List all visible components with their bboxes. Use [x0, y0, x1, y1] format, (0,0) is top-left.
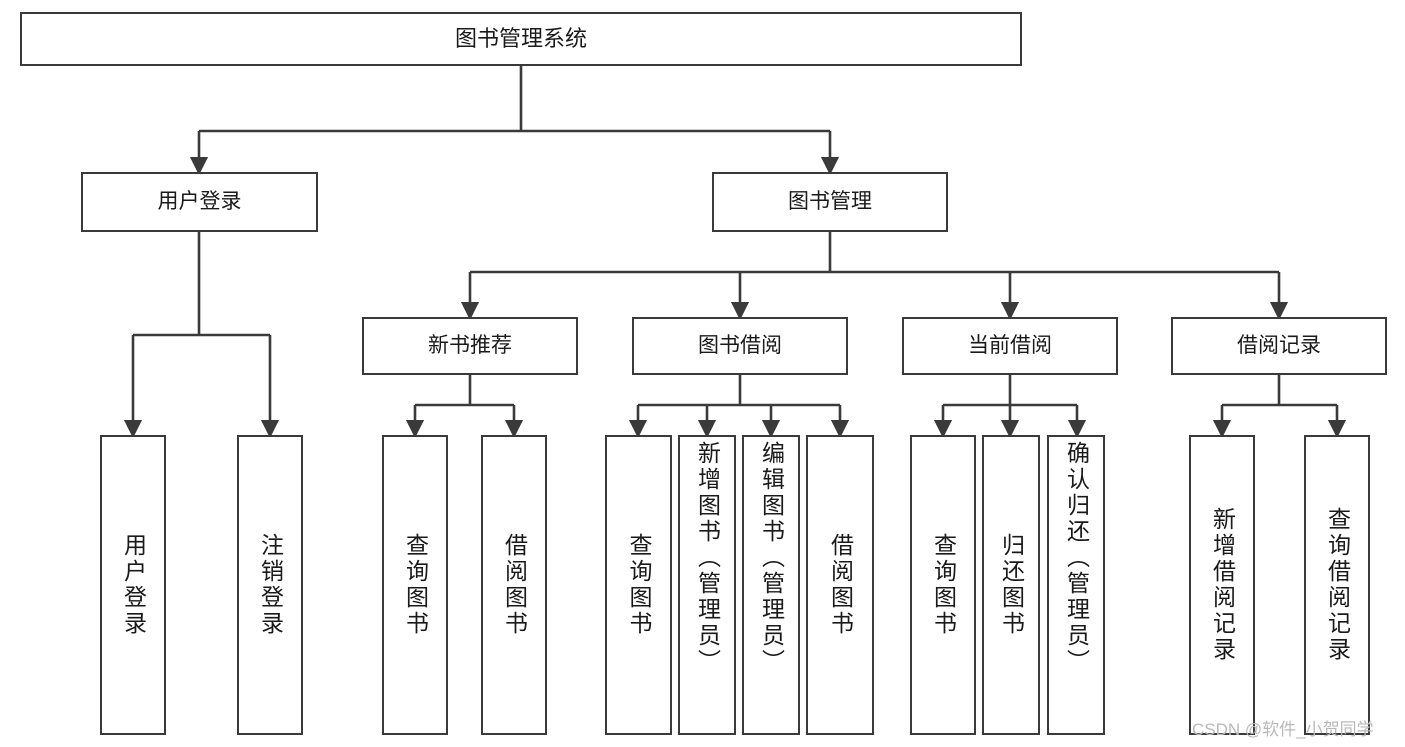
node-leaf-add-borrow-record[interactable]: 新增借阅记录 [1189, 435, 1255, 735]
node-label: 查询图书 [626, 533, 652, 637]
node-borrow-record[interactable]: 借阅记录 [1171, 317, 1387, 375]
node-label: 借阅记录 [1237, 334, 1321, 358]
node-leaf-query-book-borrow[interactable]: 查询图书 [605, 435, 672, 735]
node-label: 查询图书 [930, 533, 957, 637]
node-label: 注销登录 [257, 533, 284, 637]
node-library-management-system[interactable]: 图书管理系统 [20, 12, 1022, 66]
node-label: 新增图书（管理员） [694, 441, 721, 675]
node-leaf-confirm-return-admin[interactable]: 确认归还（管理员） [1047, 435, 1105, 735]
node-user-login[interactable]: 用户登录 [81, 172, 318, 232]
node-leaf-borrow-book[interactable]: 借阅图书 [806, 435, 874, 735]
node-label: 用户登录 [120, 533, 147, 637]
node-leaf-query-book-current[interactable]: 查询图书 [910, 435, 976, 735]
node-label: 编辑图书（管理员） [758, 441, 785, 675]
node-label: 图书管理系统 [454, 25, 587, 51]
node-label: 借阅图书 [827, 533, 854, 637]
node-label: 新书推荐 [428, 334, 512, 358]
node-leaf-borrow-book-recommend[interactable]: 借阅图书 [481, 435, 547, 735]
node-label: 归还图书 [998, 533, 1025, 637]
node-book-borrow[interactable]: 图书借阅 [632, 317, 848, 375]
node-leaf-user-login[interactable]: 用户登录 [100, 435, 166, 735]
node-label: 查询图书 [402, 533, 429, 637]
node-new-book-recommend[interactable]: 新书推荐 [362, 317, 578, 375]
node-label: 图书借阅 [698, 334, 782, 358]
node-leaf-edit-book-admin[interactable]: 编辑图书（管理员） [742, 435, 800, 735]
node-label: 借阅图书 [501, 533, 528, 637]
csdn-watermark: CSDN @软件_小贺同学 [1192, 720, 1374, 739]
node-leaf-query-borrow-record[interactable]: 查询借阅记录 [1304, 435, 1370, 735]
node-leaf-return-book[interactable]: 归还图书 [982, 435, 1040, 735]
node-label: 图书管理 [788, 190, 872, 214]
node-label: 用户登录 [157, 190, 242, 214]
node-current-borrow[interactable]: 当前借阅 [902, 317, 1118, 375]
node-leaf-add-book-admin[interactable]: 新增图书（管理员） [678, 435, 736, 735]
node-book-management[interactable]: 图书管理 [712, 172, 948, 232]
node-leaf-query-book-recommend[interactable]: 查询图书 [382, 435, 448, 735]
node-label: 确认归还（管理员） [1063, 441, 1090, 675]
node-label: 查询借阅记录 [1324, 507, 1351, 663]
node-label: 当前借阅 [968, 334, 1052, 358]
node-label: 新增借阅记录 [1209, 507, 1236, 663]
node-leaf-logout[interactable]: 注销登录 [237, 435, 303, 735]
